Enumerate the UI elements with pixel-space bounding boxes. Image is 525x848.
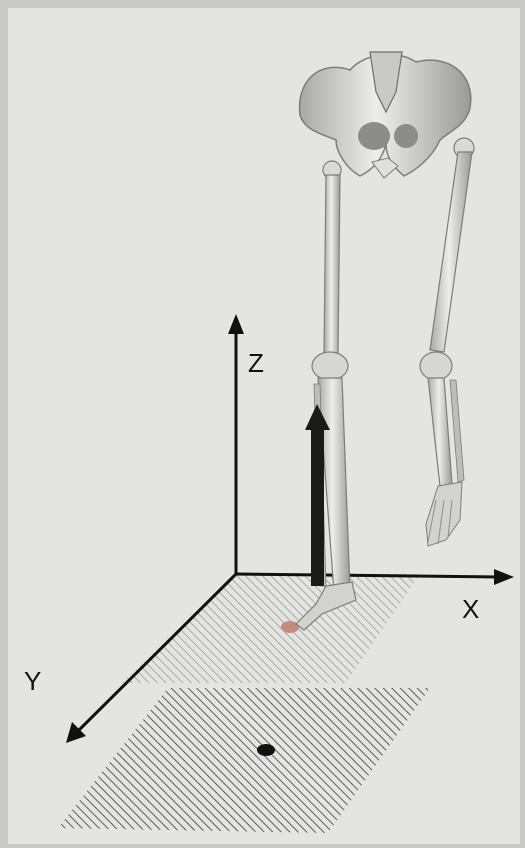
center-of-mass-projection — [257, 744, 275, 756]
z-axis-label: Z — [248, 348, 264, 378]
center-of-pressure — [281, 621, 299, 633]
force-arrow-shaft — [311, 426, 324, 586]
knee-swing — [420, 352, 452, 380]
knee-stance — [312, 352, 348, 380]
y-axis-label: Y — [24, 666, 41, 696]
x-axis-label: X — [462, 594, 479, 624]
obturator-foramen-left — [358, 122, 390, 150]
obturator-foramen-right — [394, 124, 418, 148]
femur-stance — [324, 175, 340, 355]
